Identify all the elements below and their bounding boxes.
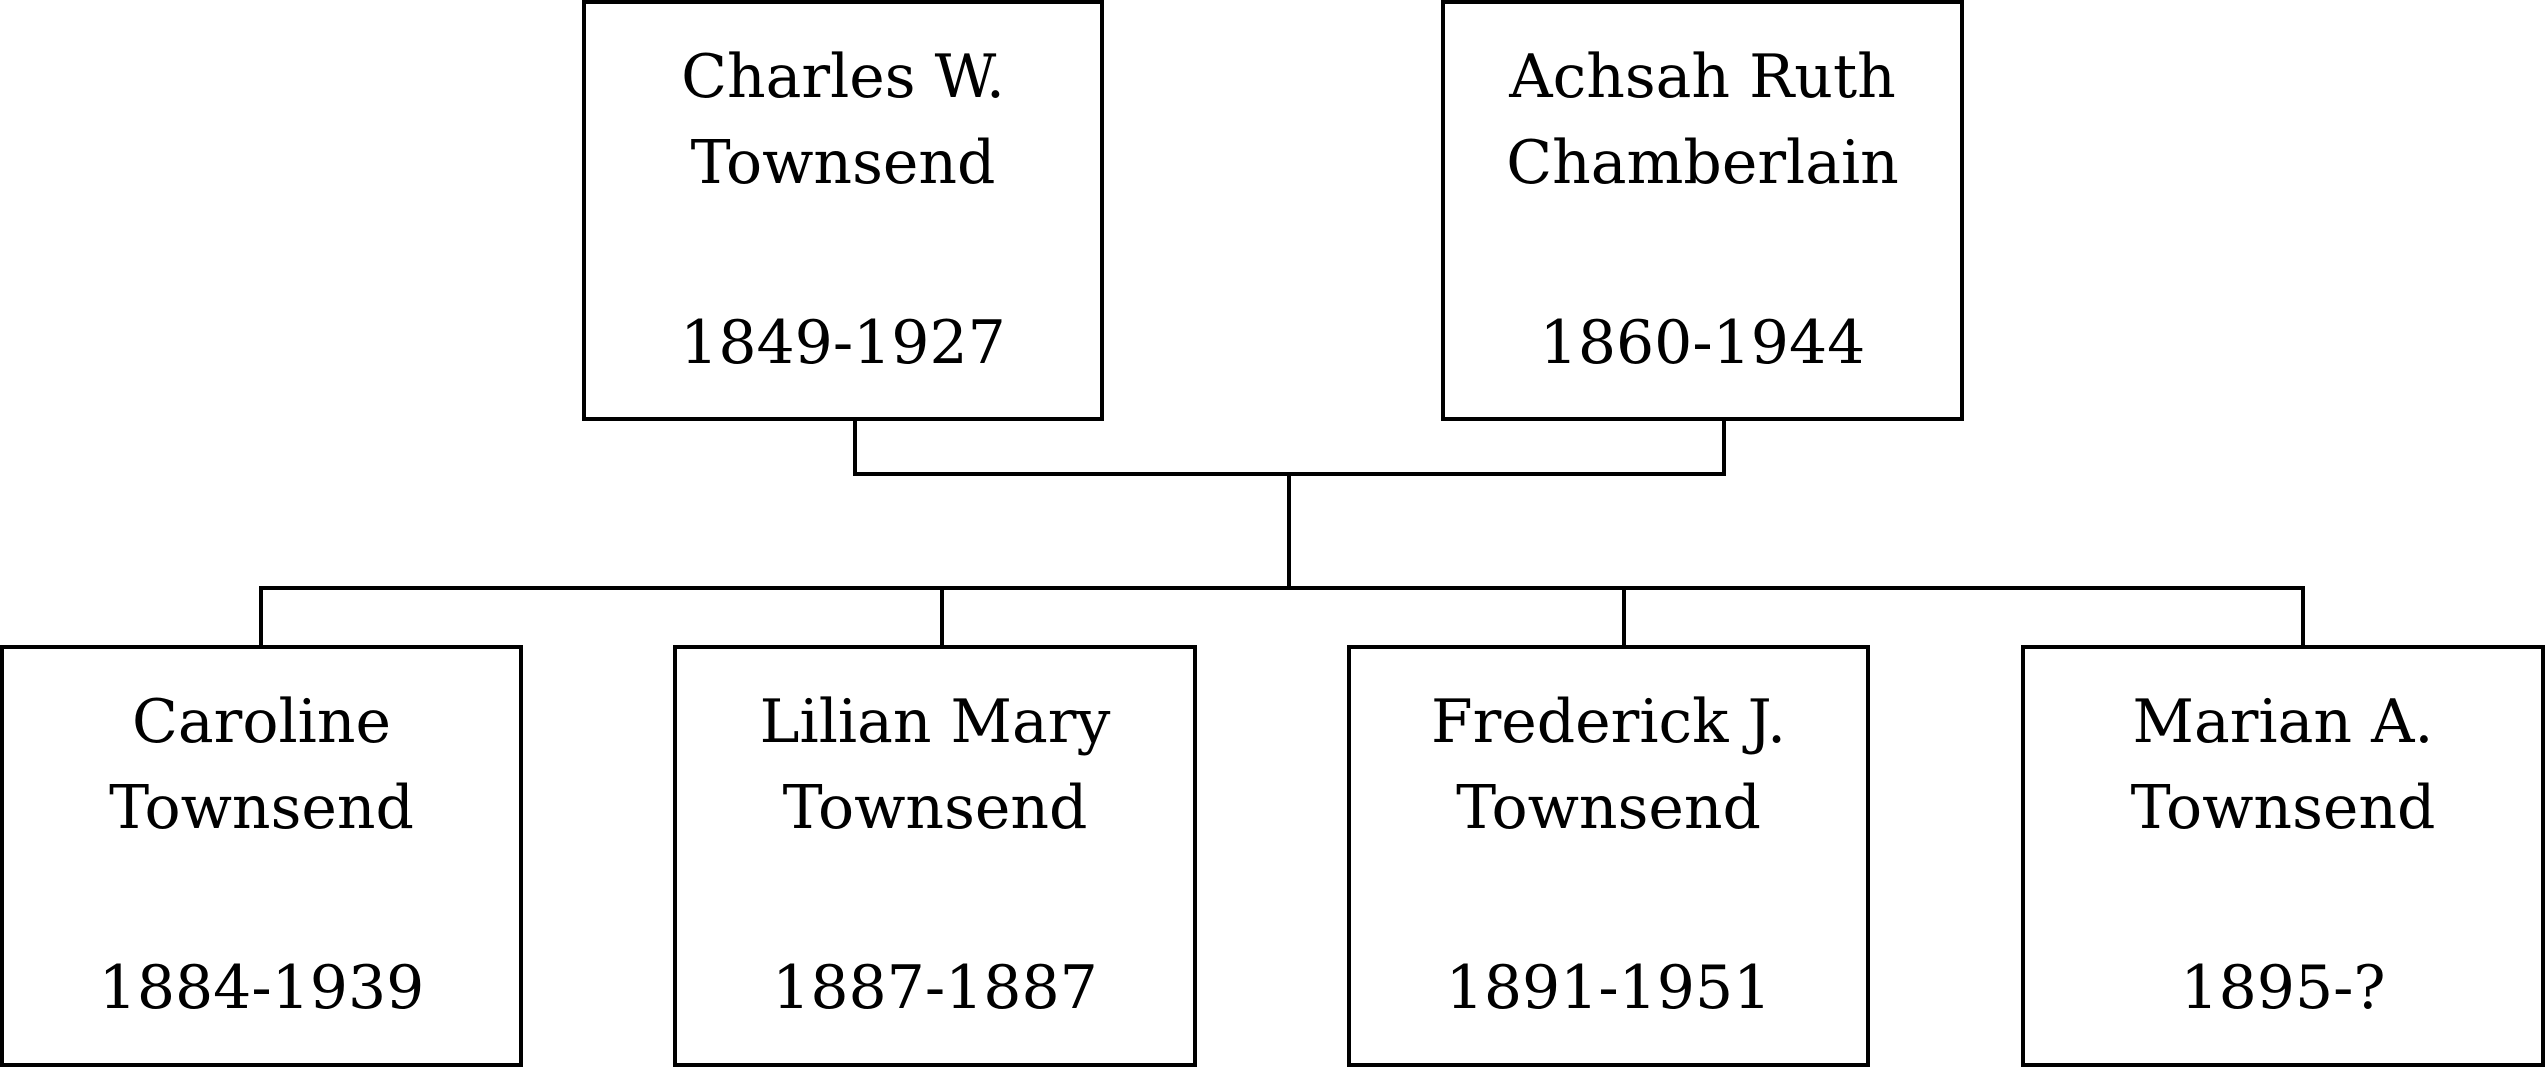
person-name: Achsah Ruth xyxy=(1509,42,1896,112)
person-box-father: Charles W. Townsend 1849-1927 xyxy=(582,0,1104,421)
connector-child-1 xyxy=(259,586,263,648)
person-surname: Townsend xyxy=(109,773,414,843)
person-box-child-3: Frederick J. Townsend 1891-1951 xyxy=(1347,645,1870,1067)
connector-mother xyxy=(1722,417,1726,476)
connector-child-2 xyxy=(940,586,944,648)
person-name: Marian A. xyxy=(2132,687,2434,757)
person-box-mother: Achsah Ruth Chamberlain 1860-1944 xyxy=(1441,0,1964,421)
person-surname: Townsend xyxy=(2130,773,2436,843)
person-surname: Chamberlain xyxy=(1506,128,1899,198)
person-years: 1849-1927 xyxy=(680,308,1006,378)
connector-child-3 xyxy=(1622,586,1626,648)
person-years: 1860-1944 xyxy=(1539,308,1866,378)
person-box-child-4: Marian A. Townsend 1895-? xyxy=(2021,645,2545,1067)
person-years: 1891-1951 xyxy=(1445,953,1772,1023)
person-surname: Townsend xyxy=(690,128,996,198)
person-surname: Townsend xyxy=(1456,773,1761,843)
person-name: Caroline xyxy=(131,687,391,757)
person-name: Charles W. xyxy=(681,42,1005,112)
connector-child-4 xyxy=(2301,586,2305,648)
person-years: 1884-1939 xyxy=(98,953,425,1023)
person-years: 1895-? xyxy=(2180,953,2386,1023)
person-box-child-1: Caroline Townsend 1884-1939 xyxy=(0,645,523,1067)
person-name: Lilian Mary xyxy=(759,687,1111,757)
connector-siblings xyxy=(259,586,2305,590)
person-box-child-2: Lilian Mary Townsend 1887-1887 xyxy=(673,645,1197,1067)
person-surname: Townsend xyxy=(782,773,1088,843)
connector-descent xyxy=(1287,472,1291,590)
person-name: Frederick J. xyxy=(1430,687,1787,757)
person-years: 1887-1887 xyxy=(772,953,1098,1023)
connector-father xyxy=(853,417,857,476)
